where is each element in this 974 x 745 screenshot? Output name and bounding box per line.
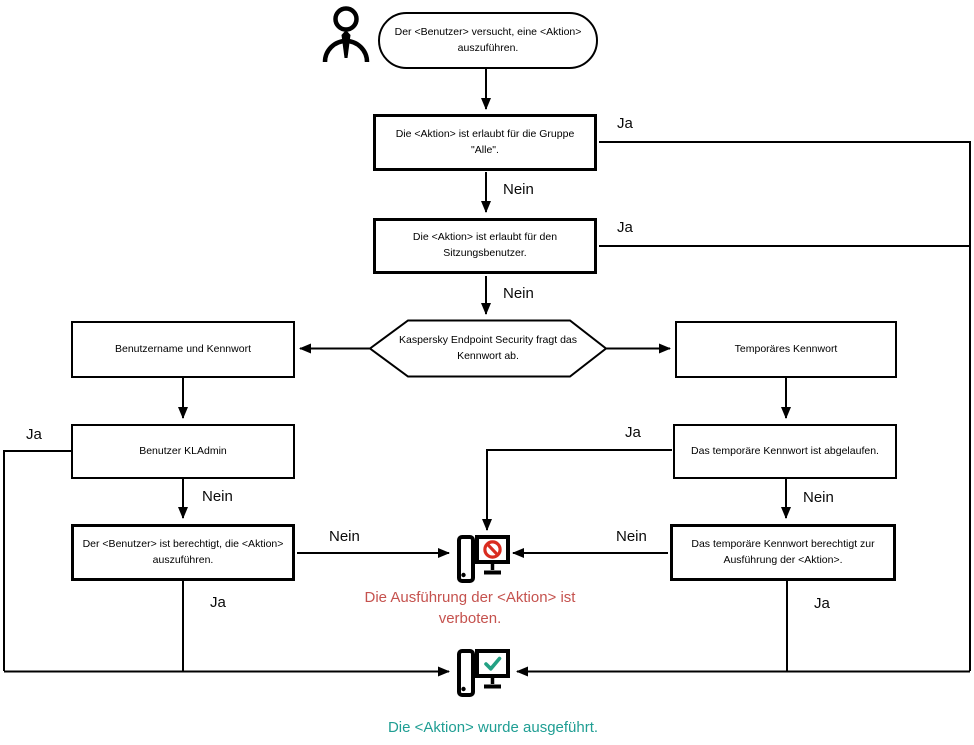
- label-nein-temp-expired: Nein: [803, 489, 834, 506]
- node-session-user: Die <Aktion> ist erlaubt für den Sitzung…: [373, 218, 597, 274]
- conn-expired-ja: [482, 449, 672, 531]
- node-group-all: Die <Aktion> ist erlaubt für die Gruppe …: [373, 114, 597, 171]
- label-nein-session-user: Nein: [503, 285, 534, 302]
- node-temp-authorizes: Das temporäre Kennwort berechtigt zur Au…: [670, 524, 896, 581]
- node-password-prompt-label: Kaspersky Endpoint Security fragt das Ke…: [398, 333, 577, 362]
- node-start: Der <Benutzer> versucht, eine <Aktion> a…: [378, 12, 598, 69]
- label-nein-group-all: Nein: [503, 181, 534, 198]
- node-user-authorized: Der <Benutzer> ist berechtigt, die <Akti…: [71, 524, 295, 581]
- node-temp-expired: Das temporäre Kennwort ist abgelaufen.: [673, 424, 897, 479]
- node-temp-expired-label: Das temporäre Kennwort ist abgelaufen.: [691, 444, 879, 457]
- label-ja-temp-expired: Ja: [625, 424, 641, 441]
- label-ja-kladmin: Ja: [26, 426, 42, 443]
- label-ja-group-all: Ja: [617, 115, 633, 132]
- result-executed-text: Die <Aktion> wurde ausgeführt.: [387, 719, 599, 736]
- label-nein-temp-authorizes: Nein: [616, 528, 647, 545]
- node-user-kladmin-label: Benutzer KLAdmin: [139, 444, 227, 457]
- node-username-password: Benutzername und Kennwort: [71, 321, 295, 378]
- node-temp-password-label: Temporäres Kennwort: [734, 342, 838, 355]
- label-nein-kladmin: Nein: [202, 488, 233, 505]
- computer-blocked-icon: [457, 535, 510, 583]
- conn-kladmin-ja: [3, 450, 71, 671]
- node-user-kladmin: Benutzer KLAdmin: [71, 424, 295, 479]
- node-session-user-label: Die <Aktion> ist erlaubt für den Sitzung…: [412, 231, 558, 259]
- node-temp-authorizes-label: Das temporäre Kennwort berechtigt zur Au…: [691, 537, 875, 566]
- user-icon: [322, 6, 370, 63]
- node-group-all-label: Die <Aktion> ist erlaubt für die Gruppe …: [395, 127, 575, 156]
- label-ja-temp-authorizes: Ja: [814, 595, 830, 612]
- node-temp-password: Temporäres Kennwort: [675, 321, 897, 378]
- result-forbidden-text: Die Ausführung der <Aktion> ist verboten…: [364, 589, 576, 627]
- node-user-authorized-label: Der <Benutzer> ist berechtigt, die <Akti…: [82, 537, 284, 566]
- label-nein-authorized: Nein: [329, 528, 360, 545]
- node-start-label: Der <Benutzer> versucht, eine <Aktion> a…: [394, 25, 582, 54]
- node-username-password-label: Benutzername und Kennwort: [114, 342, 251, 355]
- label-ja-authorized: Ja: [210, 594, 226, 611]
- computer-check-icon: [457, 649, 510, 697]
- conn-group-all-ja: [599, 141, 971, 671]
- node-password-prompt: Kaspersky Endpoint Security fragt das Ke…: [386, 321, 590, 376]
- label-ja-session-user: Ja: [617, 219, 633, 236]
